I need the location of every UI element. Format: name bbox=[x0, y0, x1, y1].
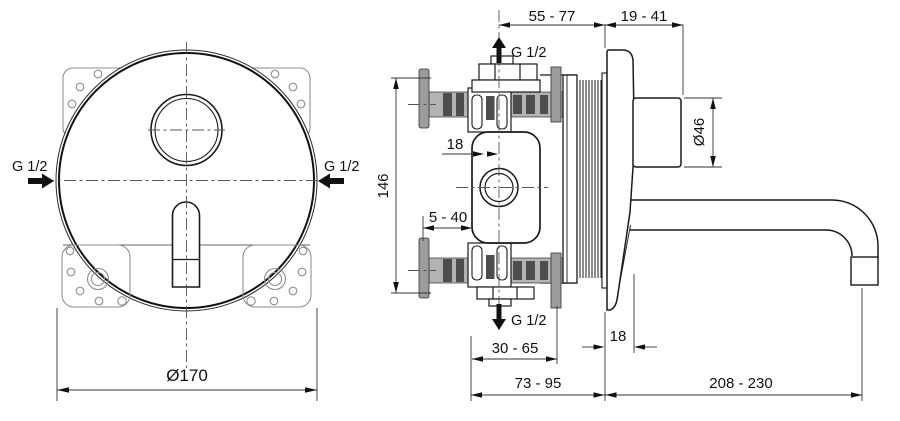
flange-bottom-left bbox=[418, 237, 430, 299]
bracket-bottom-right bbox=[242, 244, 312, 308]
knob-side bbox=[632, 97, 682, 168]
escutcheon-plate bbox=[606, 49, 636, 311]
bracket-holes-top bbox=[67, 69, 306, 109]
svg-text:146: 146 bbox=[375, 173, 392, 198]
svg-text:30 - 65: 30 - 65 bbox=[492, 340, 539, 357]
inlet-left-label: G 1/2 bbox=[12, 159, 47, 175]
bracket-bar-top bbox=[550, 66, 562, 123]
escutcheon-edge-line bbox=[616, 224, 631, 299]
dim-spout-reach: 208 - 230 bbox=[605, 288, 863, 401]
bracket-bar-bottom bbox=[550, 252, 562, 309]
bracket-bottom-left bbox=[61, 244, 131, 308]
svg-text:18: 18 bbox=[610, 328, 627, 345]
front-view: G 1/2 G 1/2 Ø170 bbox=[12, 42, 359, 401]
inlet-right-label: G 1/2 bbox=[324, 159, 359, 175]
inlet-bottom-label: G 1/2 bbox=[511, 313, 546, 329]
spout-aerator bbox=[850, 256, 879, 286]
dim-knob-diameter: Ø46 bbox=[684, 97, 722, 168]
svg-text:5 - 40: 5 - 40 bbox=[429, 209, 467, 226]
thread-section bbox=[579, 80, 602, 278]
lever-handle bbox=[171, 201, 201, 288]
dim-plate-depth: 18 bbox=[582, 274, 657, 353]
dim-diameter-170: Ø170 bbox=[56, 308, 318, 401]
svg-text:55 - 77: 55 - 77 bbox=[529, 8, 576, 25]
svg-text:18: 18 bbox=[447, 136, 464, 153]
svg-text:73 - 95: 73 - 95 bbox=[515, 375, 562, 392]
dim-port-spacing: 146 bbox=[375, 77, 431, 294]
inlet-housing-bottom bbox=[467, 242, 512, 288]
inlet-housing-top bbox=[467, 87, 512, 133]
inlet-arrow-right bbox=[318, 173, 344, 189]
inlet-nut-bottom bbox=[476, 286, 535, 307]
pipe-blocks bbox=[443, 93, 548, 282]
dim-center-offset: 18 bbox=[442, 136, 498, 157]
flange-top-left bbox=[418, 68, 430, 129]
diameter-label: Ø170 bbox=[166, 366, 208, 385]
inlet-arrow-bottom bbox=[492, 304, 506, 330]
side-view: G 1/2 G 1/2 55 - 77 19 - 41 Ø46 bbox=[375, 8, 879, 401]
inlet-top-label: G 1/2 bbox=[511, 45, 546, 61]
housing-column bbox=[562, 74, 578, 284]
dim-body-to-wall: 73 - 95 bbox=[470, 312, 606, 401]
svg-text:Ø46: Ø46 bbox=[691, 118, 708, 146]
inlet-arrow-left bbox=[28, 173, 54, 189]
dim-inlet-to-wall: 30 - 65 bbox=[472, 306, 558, 364]
dim-trim-depth: 19 - 41 bbox=[605, 8, 684, 95]
dim-rough-in-depth: 55 - 77 bbox=[499, 8, 606, 48]
inlet-nut-top bbox=[471, 55, 541, 93]
svg-text:19 - 41: 19 - 41 bbox=[621, 8, 668, 25]
inlet-arrow-top bbox=[492, 37, 506, 63]
spout bbox=[630, 199, 879, 286]
svg-text:208 - 230: 208 - 230 bbox=[709, 375, 772, 392]
dim-adjustment-range: 5 - 40 bbox=[422, 209, 472, 241]
